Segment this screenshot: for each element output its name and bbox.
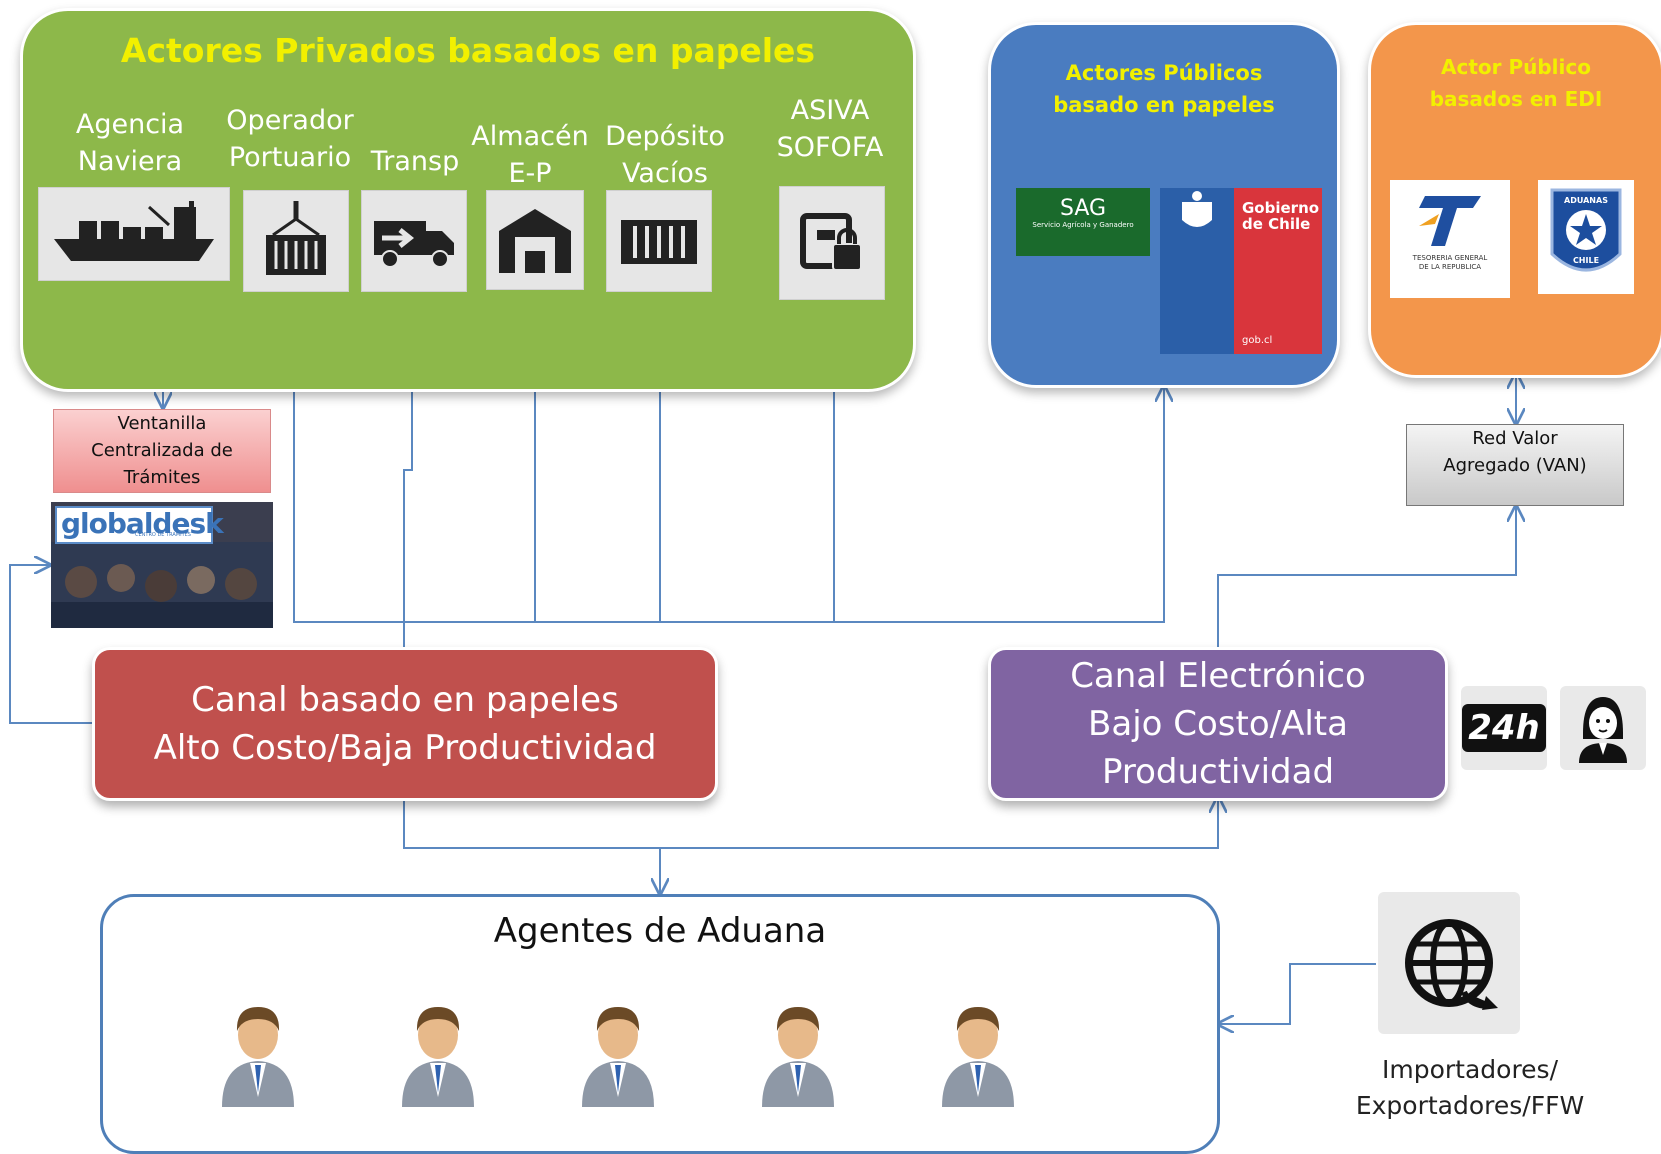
paper-channel-line2: Alto Costo/Baja Productividad xyxy=(153,728,657,768)
truck-icon xyxy=(361,190,467,292)
agent-person-icon xyxy=(762,1007,834,1107)
support-agent-icon xyxy=(1560,686,1646,770)
gobierno-logo: Gobierno de Chile gob.cl xyxy=(1234,188,1322,354)
chile-shield-icon xyxy=(1182,191,1212,227)
gobierno-logo-blue xyxy=(1160,188,1234,354)
private-actors-title: Actores Privados basados en papeles xyxy=(120,31,816,70)
sag-logo: SAG Servicio Agrícola y Ganadero xyxy=(1016,188,1150,256)
sag-subtitle: Servicio Agrícola y Ganadero xyxy=(1032,221,1134,229)
globaldesk-photo: globaldesk CENTRO DE TRAMITES xyxy=(51,502,273,628)
agent-person-icon xyxy=(402,1007,474,1107)
paper-channel-box: Canal basado en papeles Alto Costo/Baja … xyxy=(92,647,718,801)
globaldesk-subtitle: CENTRO DE TRAMITES xyxy=(135,532,191,538)
aduanas-bottom-text: CHILE xyxy=(1572,256,1600,265)
agentes-channel-connector xyxy=(403,797,1218,894)
crowd-image xyxy=(51,542,273,628)
actor-label-portuario: Operador Portuario xyxy=(226,105,354,173)
container-icon xyxy=(606,190,712,292)
ship-icon xyxy=(38,187,230,281)
actor-label-almacen: Almacén E-P xyxy=(471,121,589,189)
tesoreria-logo: TESORERIA GENERAL DE LA REPUBLICA xyxy=(1390,180,1510,298)
importers-label: Importadores/ Exportadores/FFW xyxy=(1355,1055,1585,1120)
24h-label: 24h xyxy=(1462,704,1546,752)
globe-icon xyxy=(1378,892,1520,1034)
actor-label-naviera: Agencia Naviera xyxy=(75,109,185,177)
agentes-de-aduana-box: Agentes de Aduana xyxy=(100,894,1220,1154)
agent-person-icon xyxy=(942,1007,1014,1107)
aduanas-logo: ADUANAS CHILE xyxy=(1538,180,1634,294)
gobierno-title: Gobierno de Chile xyxy=(1242,199,1320,233)
tesoreria-t-icon xyxy=(1419,196,1481,246)
aduanas-badge-icon xyxy=(1550,188,1622,272)
gobierno-url: gob.cl xyxy=(1242,335,1273,346)
paper-channel-line1: Canal basado en papeles xyxy=(191,680,619,720)
public-paper-title: Actores Públicos basado en papeles xyxy=(1053,61,1275,117)
electronic-channel-line1: Canal Electrónico xyxy=(1070,656,1366,696)
paper-bus-connector xyxy=(294,295,1164,623)
electronic-channel-line2: Bajo Costo/Alta xyxy=(1088,704,1348,744)
electronic-channel-line3: Productividad xyxy=(1101,752,1335,792)
actor-label-asiva: ASIVA SOFOFA xyxy=(776,95,884,163)
actor-label-transp: Transp xyxy=(370,146,460,177)
globaldesk-logo: globaldesk xyxy=(55,506,224,544)
tesoreria-text: TESORERIA GENERAL DE LA REPUBLICA xyxy=(1412,254,1488,271)
container-crane-icon xyxy=(243,190,349,292)
agent-person-icon xyxy=(582,1007,654,1107)
sag-title: SAG xyxy=(1059,196,1107,221)
electronic-van-connector xyxy=(1217,506,1516,647)
electronic-channel-box: Canal Electrónico Bajo Costo/Alta Produc… xyxy=(988,647,1448,801)
aduanas-top-text: ADUANAS xyxy=(1564,196,1608,205)
ventanilla-box: Ventanilla Centralizada de Trámites xyxy=(53,409,271,493)
globaldesk-connector xyxy=(9,565,92,724)
actor-label-deposito: Depósito Vacíos xyxy=(605,121,725,189)
red-valor-agregado-box: Red Valor Agregado (VAN) xyxy=(1406,424,1624,506)
agent-person-icon xyxy=(222,1007,294,1107)
package-lock-icon xyxy=(779,186,885,300)
public-edi-title: Actor Público basados en EDI xyxy=(1429,55,1603,111)
24h-icon: 24h xyxy=(1461,686,1547,770)
agentes-title: Agentes de Aduana xyxy=(493,911,827,951)
importers-agentes-connector xyxy=(1218,963,1376,1024)
warehouse-icon xyxy=(486,190,584,290)
